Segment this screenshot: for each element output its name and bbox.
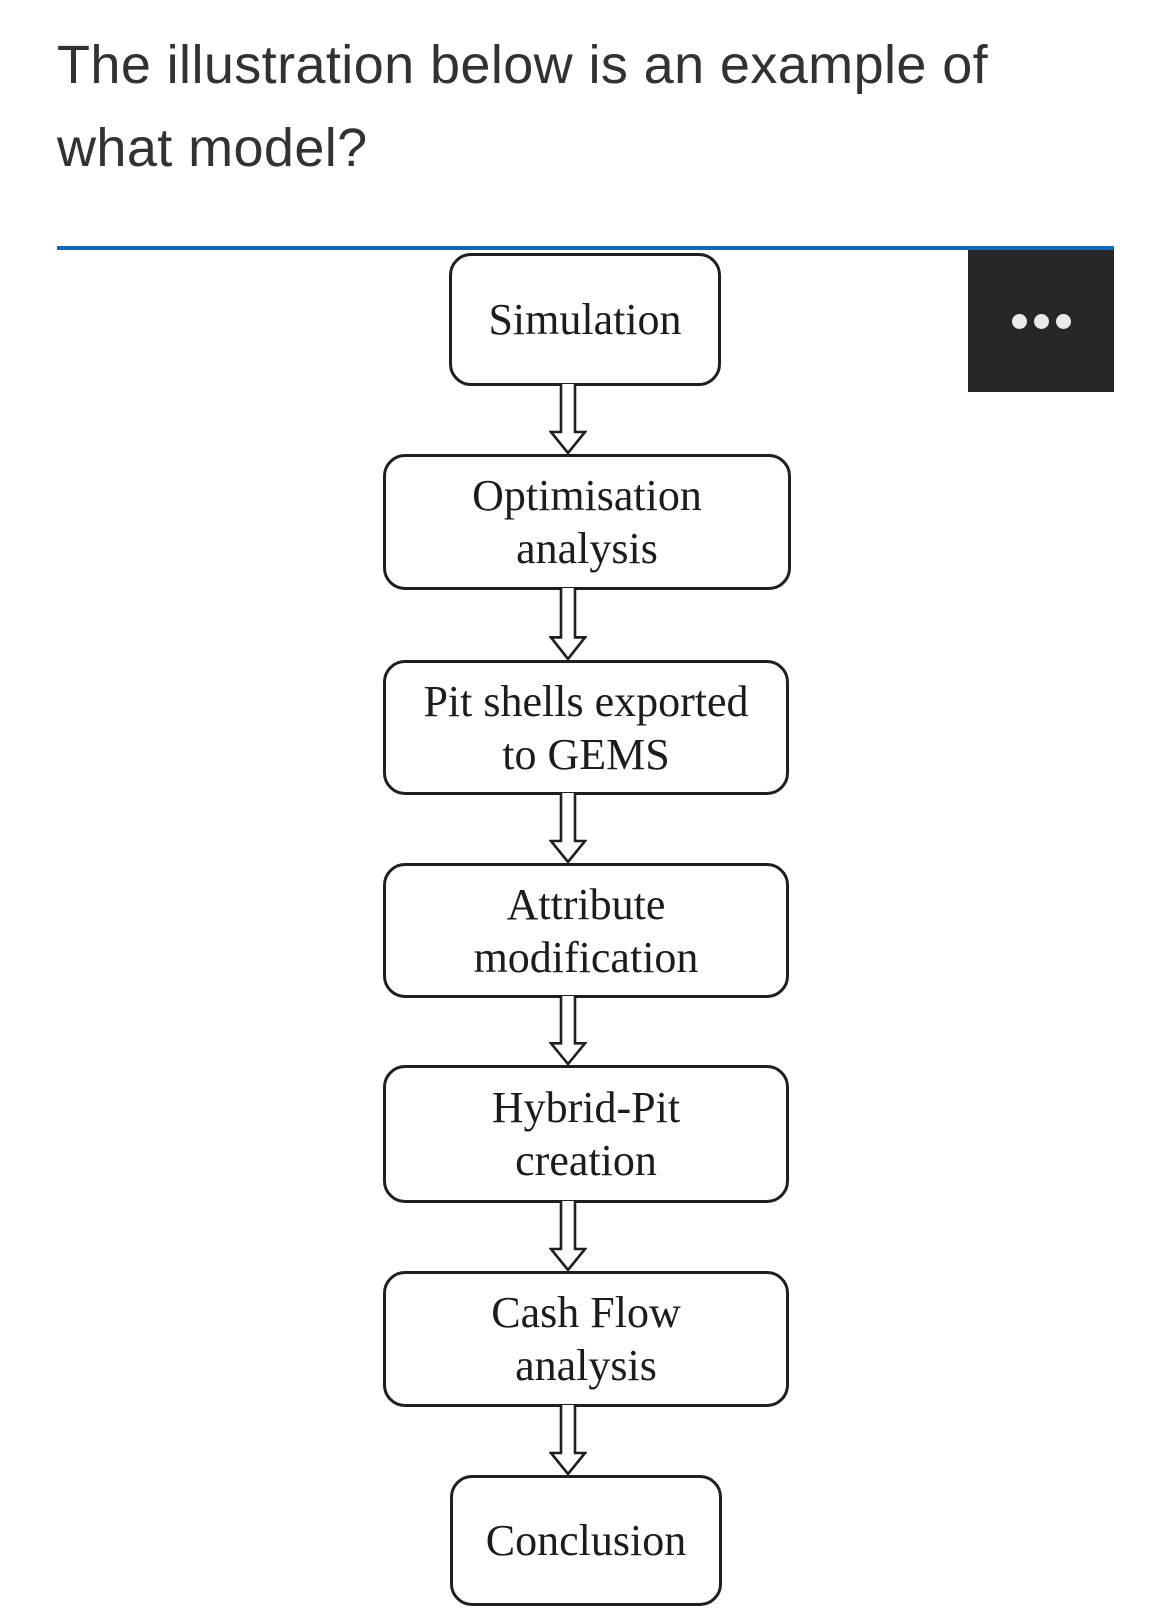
- divider-line: [57, 246, 1114, 250]
- flow-step-label: Optimisation: [472, 471, 702, 520]
- down-arrow-icon: [549, 588, 587, 660]
- flow-step-label: analysis: [516, 524, 658, 573]
- flow-step-attribute-modification: Attribute modification: [383, 863, 789, 998]
- ellipsis-dot: [1011, 313, 1027, 329]
- flow-step-label: analysis: [515, 1341, 657, 1390]
- down-arrow-icon: [549, 996, 587, 1065]
- flow-step-hybrid-pit-creation: Hybrid-Pit creation: [383, 1065, 789, 1203]
- down-arrow-icon: [549, 793, 587, 863]
- flow-step-label: modification: [473, 932, 699, 982]
- flow-step-label: Cash Flow: [491, 1288, 681, 1337]
- question-line-2: what model?: [57, 118, 368, 178]
- flow-step-label: Pit shells exported: [423, 676, 749, 726]
- down-arrow-icon: [549, 1405, 587, 1475]
- flow-step-label: Simulation: [488, 295, 682, 344]
- flow-step-conclusion: Conclusion: [450, 1475, 722, 1606]
- ellipsis-dot: [1055, 313, 1071, 329]
- flow-step-label: Conclusion: [485, 1516, 687, 1565]
- flow-step-label: to GEMS: [502, 729, 670, 779]
- flow-step-label: Attribute: [506, 879, 666, 929]
- question-line-1: The illustration below is an example of: [57, 35, 989, 95]
- ellipsis-icon: [1011, 313, 1071, 329]
- flow-step-optimisation-analysis: Optimisation analysis: [383, 454, 791, 590]
- ellipsis-dot: [1033, 313, 1049, 329]
- down-arrow-icon: [549, 384, 587, 454]
- flow-step-label: creation: [515, 1136, 657, 1185]
- more-options-button[interactable]: [968, 250, 1114, 392]
- flow-step-label: Hybrid-Pit: [491, 1083, 681, 1132]
- down-arrow-icon: [549, 1201, 587, 1271]
- flow-step-simulation: Simulation: [449, 253, 721, 386]
- flow-step-cash-flow-analysis: Cash Flow analysis: [383, 1271, 789, 1407]
- flow-step-pit-shells-exported: Pit shells exported to GEMS: [383, 660, 789, 795]
- question-text: The illustration below is an example of …: [57, 24, 1137, 190]
